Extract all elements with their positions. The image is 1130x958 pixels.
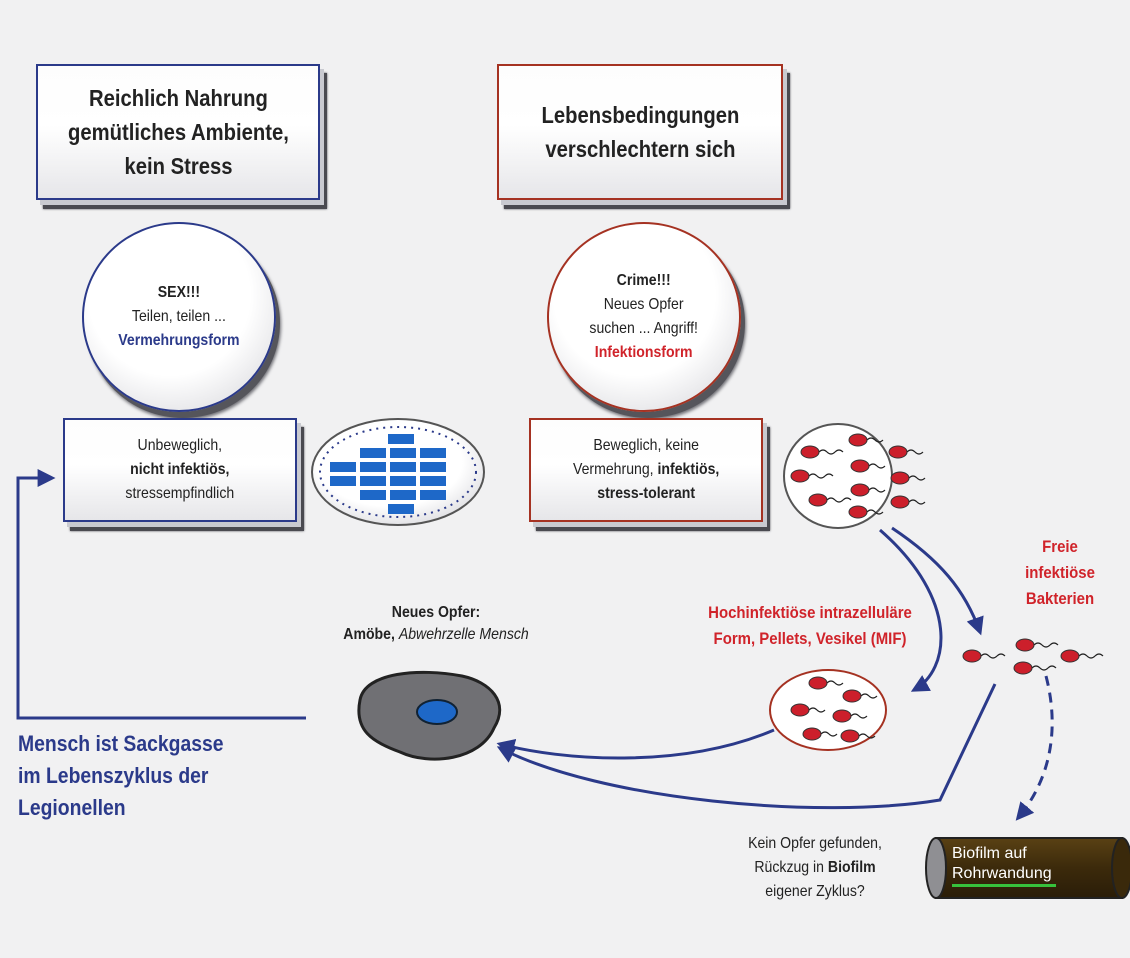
left-state-line-1: Unbeweglich, bbox=[137, 437, 223, 454]
mif-label-line-2: Form, Pellets, Vesikel (MIF) bbox=[713, 629, 907, 648]
top-right-line-2: verschlechtern sich bbox=[544, 136, 736, 162]
dead-end-line-3: Legionellen bbox=[18, 795, 126, 820]
free-bacteria-group bbox=[962, 638, 1104, 675]
right-state-line-1: Beweglich, keine bbox=[593, 437, 699, 454]
top-left-line-3: kein Stress bbox=[123, 153, 233, 179]
dividing-bacteria-blocks bbox=[330, 434, 446, 514]
victim-label-line-2: Amöbe, Abwehrzelle Mensch bbox=[343, 626, 529, 643]
biofilm-label-line-1: Biofilm auf bbox=[952, 845, 1027, 862]
top-left-line-1: Reichlich Nahrung bbox=[88, 85, 268, 111]
biofilm-label-line-2: Rohrwandung bbox=[952, 864, 1056, 887]
victim-label: Neues Opfer: Amöbe, Abwehrzelle Mensch bbox=[306, 602, 566, 646]
right-state-line-2: Vermehrung, infektiös, bbox=[572, 461, 720, 478]
top-right-box: Lebensbedingungen verschlechtern sich bbox=[497, 64, 783, 200]
infection-form-label: Infektionsform bbox=[595, 344, 693, 361]
reproduction-form-label: Vermehrungsform bbox=[118, 332, 240, 349]
arrow-to-free-bacteria bbox=[891, 526, 984, 636]
dead-end-line-1: Mensch ist Sackgasse bbox=[18, 731, 224, 756]
victim-label-line-1: Neues Opfer: bbox=[391, 604, 481, 621]
free-bacteria-label: Freie infektiöse Bakterien bbox=[1000, 534, 1120, 612]
arrow-to-mif bbox=[879, 528, 943, 692]
right-circle-line-1: Neues Opfer bbox=[604, 296, 684, 313]
arrow-free-to-amoeba bbox=[496, 683, 997, 810]
no-victim-line-2: Rückzug in Biofilm bbox=[754, 859, 876, 876]
free-label-line-1: Freie bbox=[1042, 537, 1078, 556]
dead-end-line-2: im Lebenszyklus der bbox=[18, 763, 209, 788]
left-circle-title: SEX!!! bbox=[157, 284, 201, 301]
biofilm-pipe bbox=[925, 837, 1130, 899]
infection-circle: Crime!!! Neues Opfer suchen ... Angriff!… bbox=[547, 222, 741, 412]
mif-label: Hochinfektiöse intrazelluläre Form, Pell… bbox=[660, 600, 960, 652]
no-victim-line-1: Kein Opfer gefunden, bbox=[748, 835, 882, 852]
top-left-box: Reichlich Nahrung gemütliches Ambiente, … bbox=[36, 64, 320, 200]
immobile-state-box: Unbeweglich, nicht infektiös, stressempf… bbox=[63, 418, 297, 522]
dashed-arrow-to-biofilm bbox=[1015, 675, 1054, 821]
top-right-box-text: Lebensbedingungen verschlechtern sich bbox=[541, 98, 739, 166]
no-victim-line-3: eigener Zyklus? bbox=[765, 883, 865, 900]
free-label-line-3: Bakterien bbox=[1025, 589, 1095, 608]
right-state-line-3: stress-tolerant bbox=[597, 485, 695, 502]
arrow-mif-to-amoeba bbox=[496, 728, 775, 760]
free-label-line-2: infektiöse bbox=[1025, 563, 1095, 582]
biofilm-label: Biofilm auf Rohrwandung bbox=[952, 844, 1056, 887]
right-circle-line-2: suchen ... Angriff! bbox=[589, 320, 699, 337]
top-right-line-1: Lebensbedingungen bbox=[541, 102, 739, 128]
mif-label-line-1: Hochinfektiöse intrazelluläre bbox=[708, 603, 912, 622]
mobile-state-box: Beweglich, keine Vermehrung, infektiös, … bbox=[529, 418, 763, 522]
left-state-line-3: stressempfindlich bbox=[125, 485, 235, 502]
no-victim-label: Kein Opfer gefunden, Rückzug in Biofilm … bbox=[700, 832, 930, 904]
top-left-line-2: gemütliches Ambiente, bbox=[67, 119, 289, 145]
right-circle-title: Crime!!! bbox=[617, 272, 671, 289]
infectious-cell-ellipse bbox=[783, 423, 926, 529]
amoeba-nucleus bbox=[416, 699, 458, 725]
reproductive-cell-ellipse bbox=[311, 418, 485, 526]
mif-vesicle-ellipse bbox=[769, 669, 887, 751]
dead-end-return-arrow bbox=[16, 469, 306, 720]
reproduction-circle: SEX!!! Teilen, teilen ... Vermehrungsfor… bbox=[82, 222, 276, 412]
dead-end-text: Mensch ist Sackgasse im Lebenszyklus der… bbox=[18, 728, 318, 824]
left-state-line-2: nicht infektiös, bbox=[130, 461, 230, 478]
left-circle-text: Teilen, teilen ... bbox=[132, 308, 226, 325]
top-left-box-text: Reichlich Nahrung gemütliches Ambiente, … bbox=[68, 81, 289, 183]
amoeba bbox=[357, 670, 502, 761]
